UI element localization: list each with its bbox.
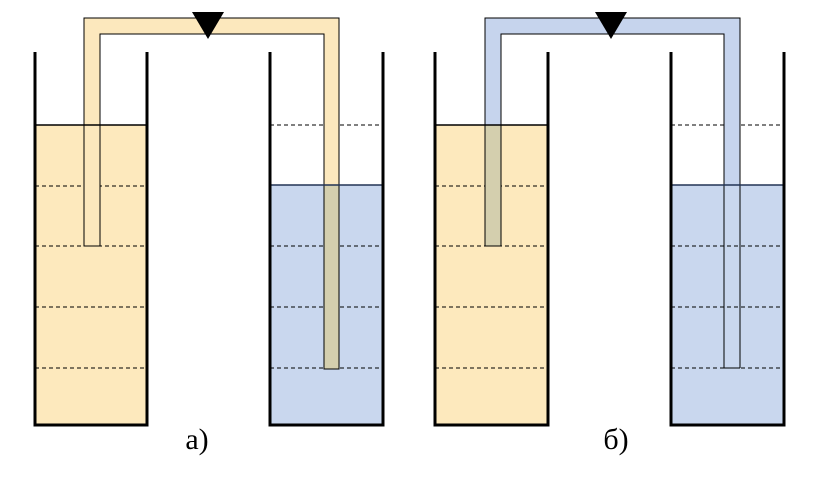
- caption-right: б): [603, 423, 629, 456]
- panel-b: [433, 12, 786, 427]
- valve-triangle-icon: [192, 12, 224, 39]
- valve-triangle-icon: [595, 12, 627, 39]
- panel-b-tube-submerged: [484, 124, 502, 247]
- panel-b-right-beaker: [669, 52, 786, 427]
- panel-b-tube-in-blue: [723, 185, 741, 369]
- panel-a: [33, 12, 385, 427]
- panel-b-right-liquid: [671, 185, 784, 425]
- caption-left: а): [185, 423, 209, 456]
- panel-a-left-beaker: [33, 52, 149, 427]
- panel-a-right-beaker: [268, 52, 385, 427]
- panel-a-tube-submerged: [323, 184, 340, 370]
- panel-b-left-beaker: [433, 52, 550, 427]
